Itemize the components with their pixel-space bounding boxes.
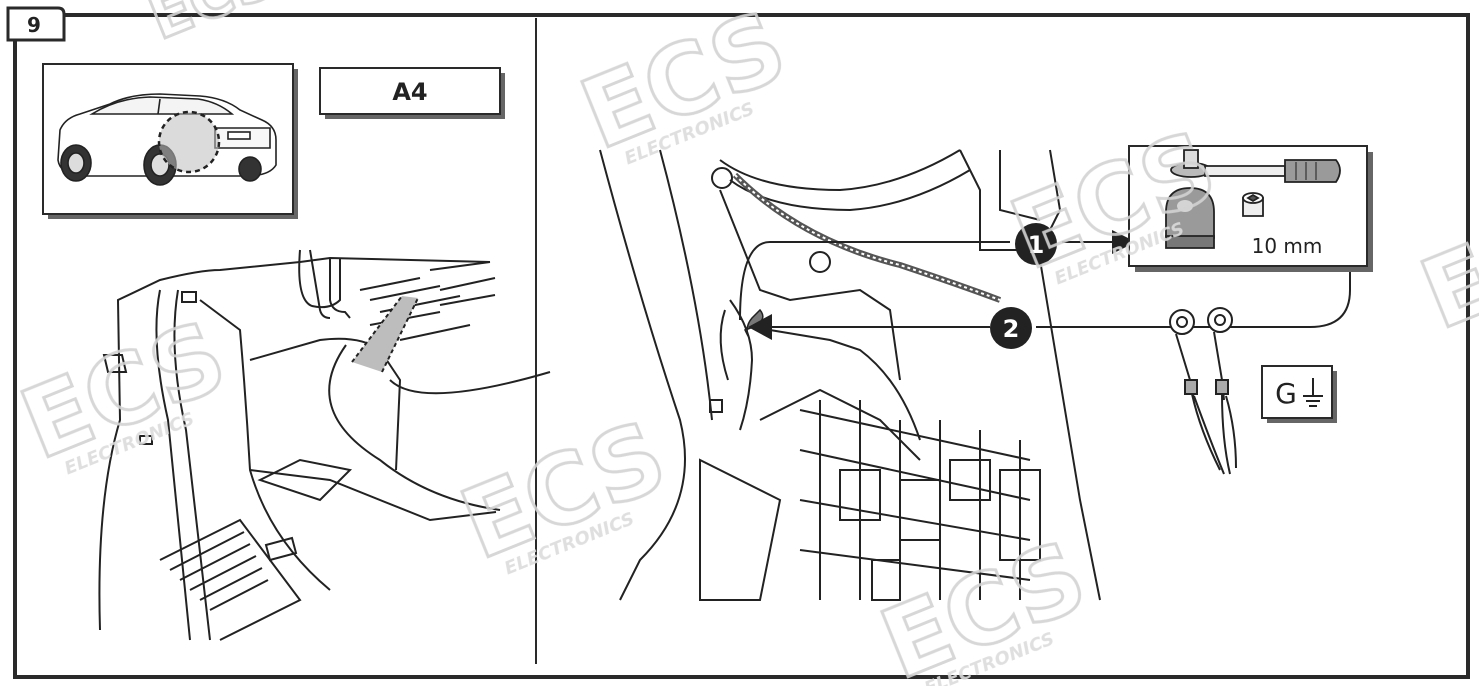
highlight-circle [157, 110, 221, 174]
outer-frame [13, 13, 1470, 679]
nut-cap-icon [1165, 187, 1215, 249]
callout-2-number: 2 [1003, 315, 1020, 343]
callout-1: 1 [1015, 223, 1057, 265]
tool-box: 10 mm [1128, 145, 1373, 272]
car-thumbnail [42, 63, 298, 219]
arrow-to-tool [1112, 230, 1136, 254]
callout-2: 2 [990, 307, 1032, 349]
trunk-illustration [98, 249, 497, 641]
model-label: A4 [392, 78, 427, 106]
step-number: 9 [27, 13, 41, 37]
ground-icon [1303, 378, 1323, 407]
ground-label: G [1275, 377, 1297, 410]
ring-terminals-icon [1169, 307, 1237, 475]
zoom-wedge [352, 296, 418, 372]
body-illustration [599, 149, 1101, 601]
ground-wire [328, 344, 501, 511]
step-badge: 9 [6, 6, 66, 42]
tool-size-label: 10 mm [1252, 234, 1323, 258]
callout-1-number: 1 [1028, 231, 1045, 259]
socket-wrench-icon [1170, 149, 1341, 183]
leader-line-1 [739, 241, 1010, 321]
model-label-box: A4 [319, 67, 505, 119]
watermark-logo: ECS [139, 0, 285, 54]
ground-symbol-box: G [1261, 365, 1337, 423]
socket-bit-icon [1242, 192, 1264, 217]
arrow-to-ground [748, 314, 772, 340]
wire-harness [732, 172, 1002, 303]
